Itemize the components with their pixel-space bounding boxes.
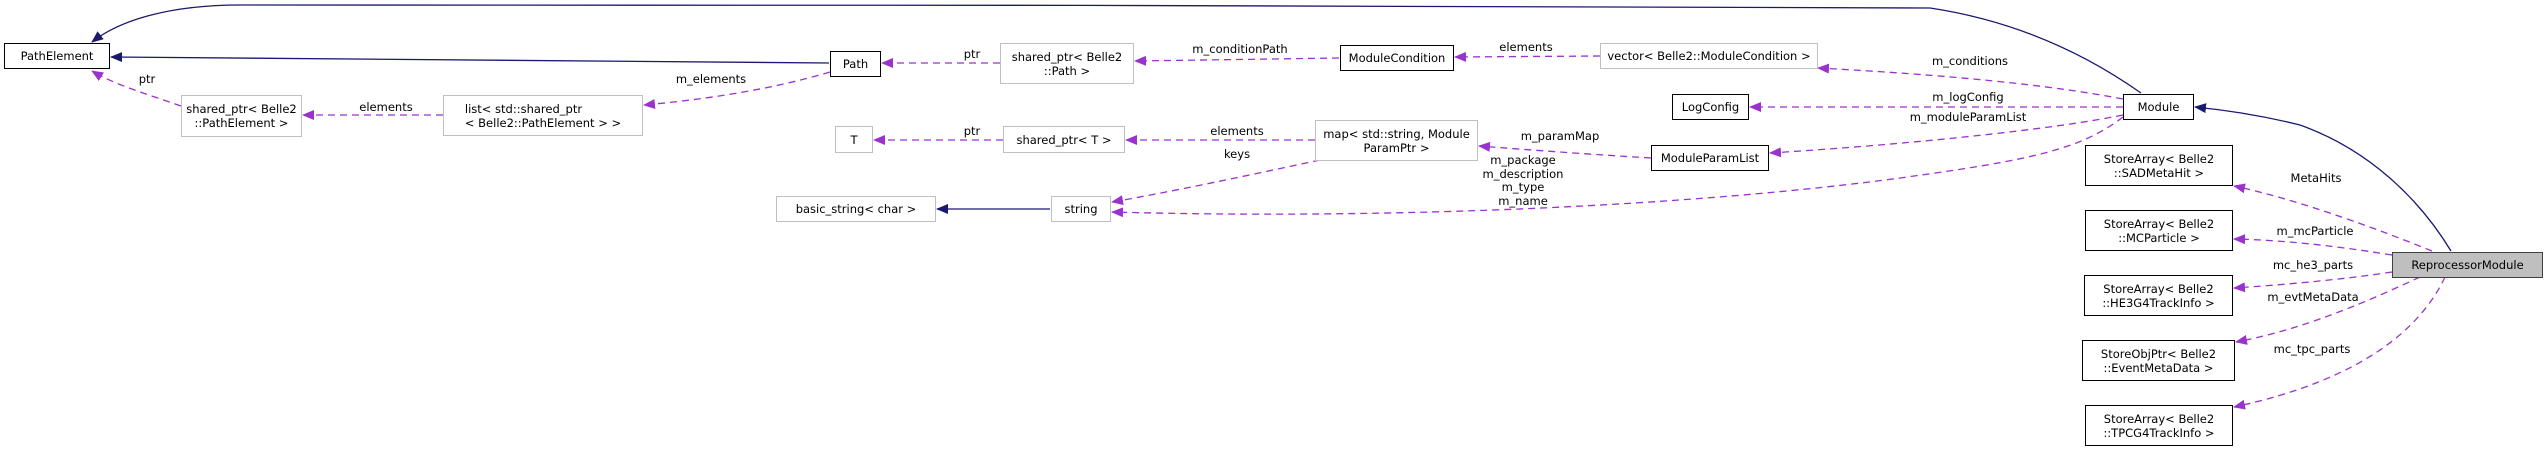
node-shared-ptr-path[interactable]: shared_ptr< Belle2 ::Path > [1000, 43, 1134, 84]
edge-label-ptr-t: ptr [963, 124, 981, 138]
node-store-array-tpc-track-info[interactable]: StoreArray< Belle2 ::TPCG4TrackInfo > [2085, 405, 2233, 446]
edge-m-param-map [1478, 141, 1652, 159]
node-store-obj-ptr-event-meta-data[interactable]: StoreObjPtr< Belle2 ::EventMetaData > [2082, 340, 2235, 381]
node-shared-ptr-t[interactable]: shared_ptr< T > [1003, 126, 1125, 153]
node-store-array-sad-meta-hit[interactable]: StoreArray< Belle2 ::SADMetaHit > [2085, 145, 2233, 186]
edge-label-m-conditions: m_conditions [1931, 54, 2009, 68]
edge-label-mc-tpc-parts: mc_tpc_parts [2273, 342, 2351, 356]
edge-mc-he3-parts [2233, 271, 2393, 293]
edge-label-meta-hits: MetaHits [2290, 171, 2342, 185]
node-store-array-mc-particle[interactable]: StoreArray< Belle2 ::MCParticle > [2085, 210, 2233, 251]
edge-m-elements [643, 71, 831, 110]
node-log-config[interactable]: LogConfig [1672, 94, 1749, 120]
node-shared-ptr-path-element[interactable]: shared_ptr< Belle2 ::PathElement > [181, 95, 302, 137]
edge-label-m-evt-meta-data: m_evtMetaData [2267, 290, 2359, 304]
node-module[interactable]: Module [2123, 94, 2194, 120]
node-list-shared-ptr[interactable]: list< std::shared_ptr < Belle2::PathElem… [443, 95, 643, 136]
node-module-condition[interactable]: ModuleCondition [1340, 45, 1454, 71]
edge-reprocessor-inherits-module [2194, 103, 2452, 252]
edge-label-m-module-param-list: m_moduleParamList [1909, 110, 2027, 124]
edge-label-keys: keys [1223, 147, 1251, 161]
edge-module-inherits-path-element [91, 4, 2142, 94]
node-reprocessor-module[interactable]: ReprocessorModule [2392, 252, 2543, 278]
edge-label-elements-list: elements [359, 100, 413, 114]
node-basic-string[interactable]: basic_string< char > [776, 196, 936, 222]
edge-label-m-param-map: m_paramMap [1520, 129, 1600, 143]
edge-m-module-param-list [1769, 114, 2124, 158]
edge-label-m-mc-particle: m_mcParticle [2276, 224, 2354, 238]
edge-module-strings [1111, 116, 2124, 218]
edge-label-m-log-config: m_logConfig [1932, 90, 2004, 104]
edge-label-ptr-path-element: ptr [138, 72, 156, 86]
node-string[interactable]: string [1051, 196, 1111, 222]
edge-label-ptr-path: ptr [963, 47, 981, 61]
edge-ptr-path-element [91, 70, 182, 107]
edge-m-mc-particle [2233, 234, 2393, 256]
edge-label-mc-he3-parts: mc_he3_parts [2272, 258, 2354, 272]
node-store-array-he3-track-info[interactable]: StoreArray< Belle2 ::HE3G4TrackInfo > [2084, 275, 2233, 316]
edge-label-elements-vector: elements [1499, 40, 1553, 54]
node-path[interactable]: Path [830, 51, 881, 77]
edge-m-evt-meta-data [2235, 276, 2421, 345]
node-t[interactable]: T [835, 126, 873, 153]
edge-m-conditions [1817, 63, 2124, 100]
edge-meta-hits [2233, 183, 2433, 252]
node-map-param[interactable]: map< std::string, Module ParamPtr > [1315, 120, 1478, 161]
edge-elements-vector [1454, 51, 1601, 62]
node-path-element[interactable]: PathElement [4, 43, 110, 69]
edge-label-m-condition-path: m_conditionPath [1192, 42, 1288, 56]
node-vector-module-condition[interactable]: vector< Belle2::ModuleCondition > [1600, 43, 1818, 69]
edge-mc-tpc-parts [2233, 276, 2446, 410]
edge-label-m-elements: m_elements [675, 72, 747, 86]
edge-keys [1111, 159, 1321, 206]
node-module-param-list[interactable]: ModuleParamList [1651, 145, 1769, 171]
edge-m-condition-path [1134, 55, 1340, 66]
edge-label-module-strings: m_package m_description m_type m_name [1482, 153, 1564, 208]
edge-path-inherits-path-element [110, 52, 830, 64]
edge-label-elements-map: elements [1210, 124, 1264, 138]
